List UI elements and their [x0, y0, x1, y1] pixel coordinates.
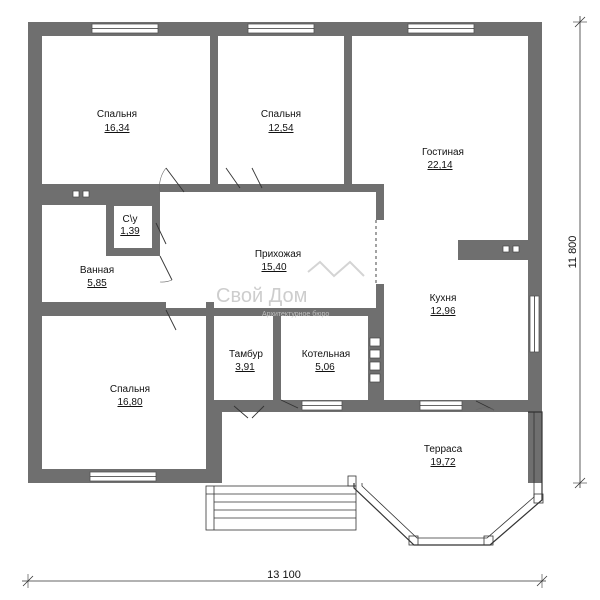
room-wc-area: 1,39 [120, 226, 140, 237]
watermark-subtitle: Архитектурное бюро [262, 310, 329, 318]
dimension-height: 11 800 [567, 16, 587, 489]
room-labels: Спальня 16,34 Спальня 12,54 Гостиная 22,… [80, 109, 464, 468]
terrace-structure [347, 411, 544, 546]
room-terrace-area: 19,72 [430, 457, 455, 468]
room-living-room-name: Гостиная [422, 147, 464, 158]
entrance-steps [205, 485, 357, 531]
room-living-room-area: 22,14 [427, 160, 452, 171]
windows [89, 23, 540, 482]
room-vestibule-area: 3,91 [235, 362, 255, 373]
room-wc-name: С\у [123, 214, 138, 225]
room-kitchen-area: 12,96 [430, 306, 455, 317]
room-bedroom-3-area: 16,80 [117, 397, 142, 408]
room-boiler-room-area: 5,06 [315, 362, 335, 373]
room-kitchen-name: Кухня [430, 293, 457, 304]
walls [28, 22, 542, 483]
dimension-width-label: 13 100 [267, 569, 301, 581]
room-bathroom-name: Ванная [80, 265, 114, 276]
room-bedroom-1-name: Спальня [97, 109, 137, 120]
room-terrace-name: Терраса [424, 444, 463, 455]
ventilation-ducts [68, 186, 528, 383]
room-bedroom-1-area: 16,34 [104, 123, 129, 134]
watermark-logo: Свой Дом Архитектурное бюро [216, 260, 365, 318]
room-bathroom-area: 5,85 [87, 278, 107, 289]
room-hallway-name: Прихожая [255, 249, 301, 260]
doors [155, 167, 495, 419]
room-bedroom-3-name: Спальня [110, 384, 150, 395]
room-hallway-area: 15,40 [261, 262, 286, 273]
room-bedroom-2-name: Спальня [261, 109, 301, 120]
dimension-height-label: 11 800 [567, 236, 579, 269]
room-vestibule-name: Тамбур [229, 348, 263, 360]
room-boiler-room-name: Котельная [302, 349, 350, 360]
dimension-width: 13 100 [22, 569, 548, 588]
room-bedroom-2-area: 12,54 [268, 123, 293, 134]
watermark-logo-text: Свой Дом [216, 285, 307, 307]
